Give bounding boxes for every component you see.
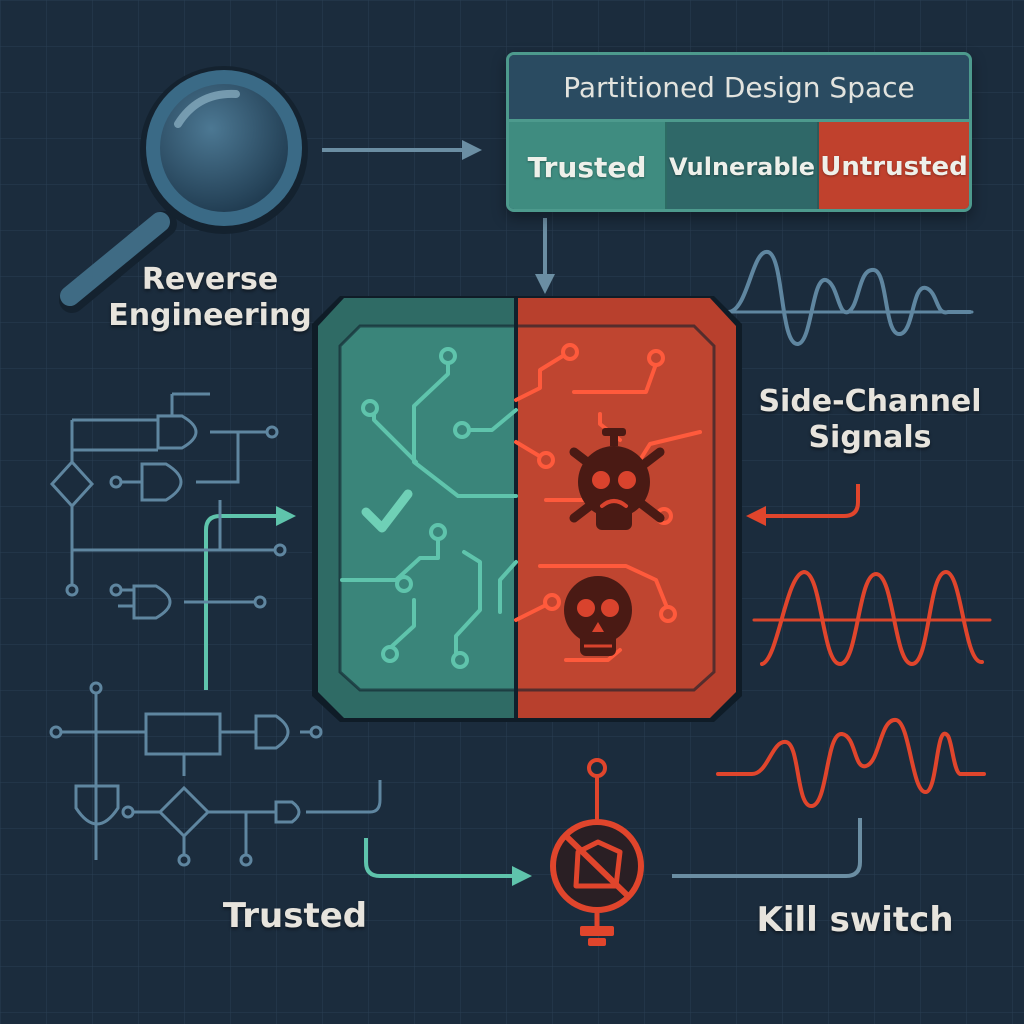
skull-icon	[569, 428, 665, 530]
side-channel-waveforms	[716, 250, 992, 808]
trusted-label: Trusted	[222, 896, 368, 936]
zone-untrusted: Untrusted	[819, 122, 969, 209]
partitioned-design-space-table: Partitioned Design Space Trusted Vulnera…	[506, 52, 972, 212]
partition-title: Partitioned Design Space	[509, 55, 969, 119]
zone-trusted: Trusted	[509, 122, 667, 209]
circuit-schematic-top-left	[49, 392, 280, 620]
partition-zones: Trusted Vulnerable Untrusted	[509, 119, 969, 209]
side-channel-signals-label: Side-Channel Signals	[758, 384, 982, 455]
skull-icon-lower	[564, 576, 632, 656]
reverse-engineering-label: Reverse Engineering	[108, 262, 312, 333]
chip	[312, 296, 742, 722]
magnifier-icon	[59, 66, 308, 313]
arrow-signals-to-chip	[746, 484, 860, 526]
circuit-schematic-bottom-left	[56, 688, 382, 860]
arrow-trusted-to-killswitch	[364, 838, 532, 886]
zone-vulnerable: Vulnerable	[667, 122, 819, 209]
kill-switch-icon	[550, 758, 644, 946]
killswitch-connector	[672, 818, 862, 878]
checkmark-icon	[361, 489, 413, 533]
kill-switch-label: Kill switch	[756, 900, 954, 940]
